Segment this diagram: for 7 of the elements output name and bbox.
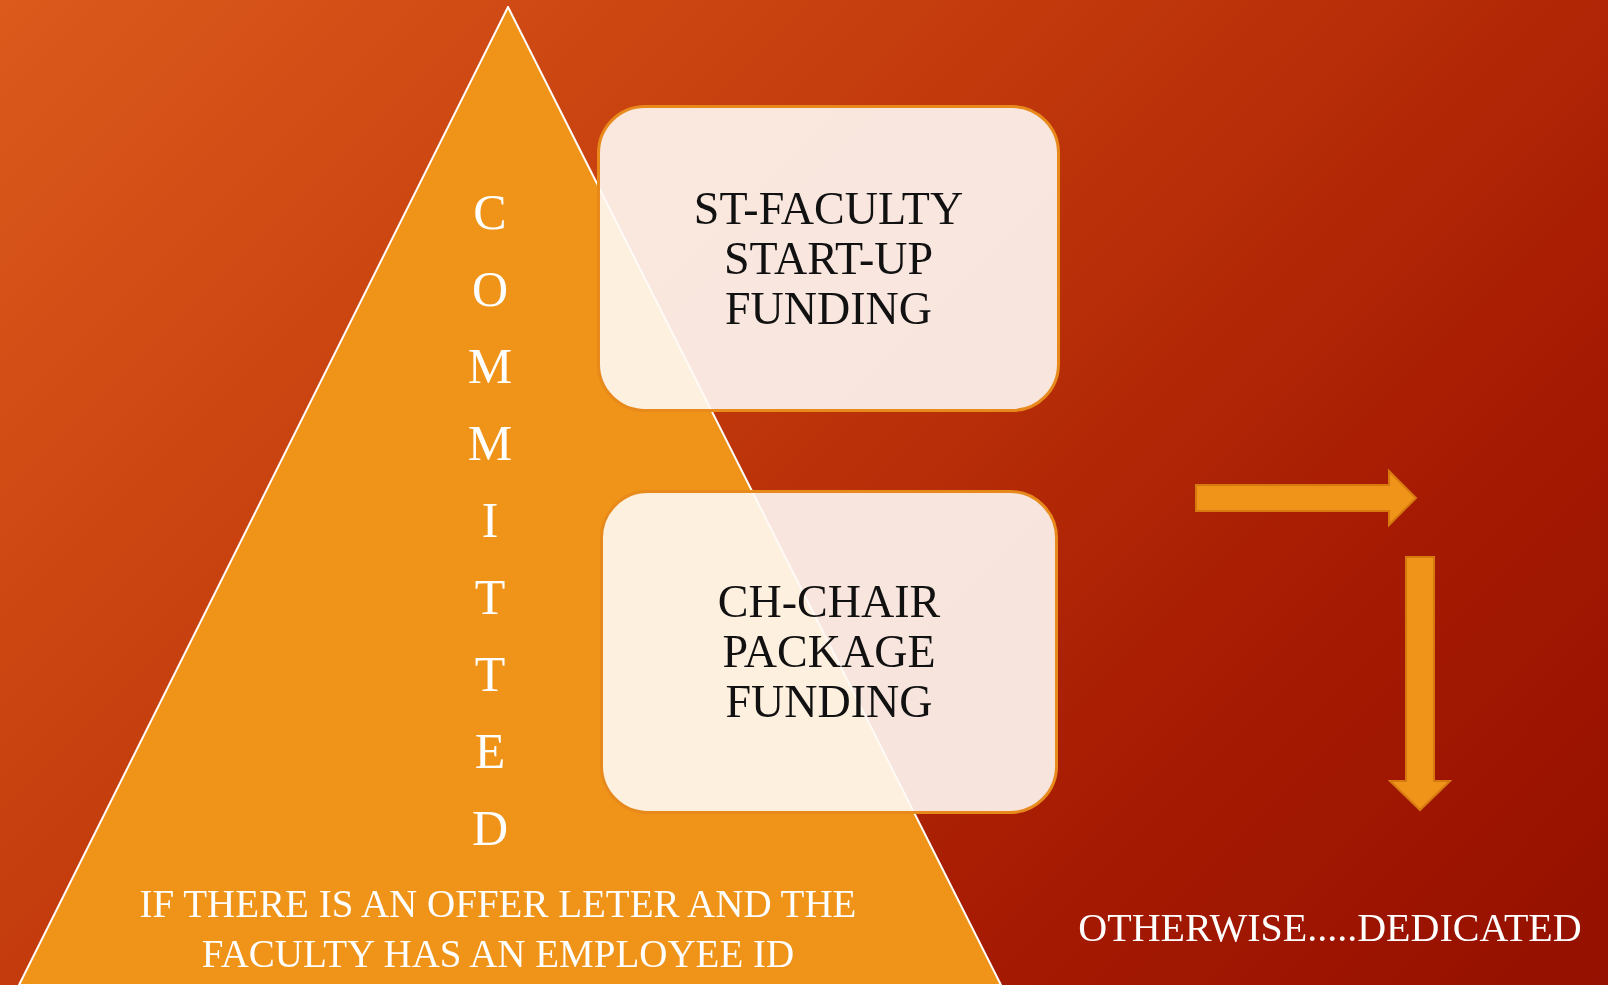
condition-text: IF THERE IS AN OFFER LETER AND THE FACULTY HAS AN EMPLOYEE ID (138, 881, 858, 977)
funding-card (600, 490, 1058, 814)
card-text: CH-CHAIR PACKAGE FUNDING (716, 577, 942, 727)
vertical-heading: COMMITTED (465, 184, 515, 877)
funding-card (597, 105, 1060, 412)
note-text: OTHERWISE.....DEDICATED (1077, 905, 1583, 951)
card-text: ST-FACULTY START-UP FUNDING (692, 183, 965, 334)
